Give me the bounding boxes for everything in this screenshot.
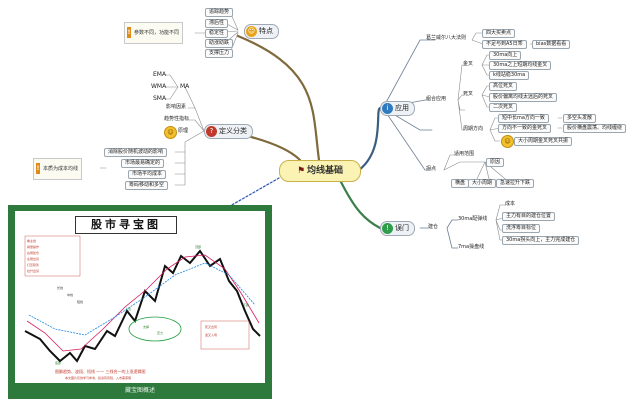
cross-item[interactable]: 30ma向上 bbox=[489, 51, 522, 60]
reason-item[interactable]: 市场最易确定的 bbox=[121, 159, 165, 168]
poster-label: 压力 bbox=[157, 331, 164, 335]
branch-application[interactable]: i 应用 bbox=[380, 101, 415, 116]
trend-item[interactable]: 大小周期金叉死叉共振 bbox=[514, 137, 573, 146]
ma-type[interactable]: SMA bbox=[153, 95, 167, 102]
trend-item[interactable]: 短中长ma方向一致 bbox=[498, 114, 549, 123]
ma-type[interactable]: EMA bbox=[153, 71, 167, 78]
features-item[interactable]: 稳定性 bbox=[205, 29, 229, 38]
granville-node[interactable]: 葛兰威尔八大法则 bbox=[426, 35, 467, 41]
help-icon: ? bbox=[206, 126, 217, 137]
cross-item[interactable]: k线站稳30ma bbox=[489, 71, 530, 80]
poster-label: 中线 bbox=[67, 293, 74, 297]
classification-note-text: 本质为成本均线 bbox=[43, 166, 79, 172]
reason-item[interactable]: 筹码移动和多空 bbox=[125, 181, 169, 190]
poster-label: 拉升出货 bbox=[27, 269, 40, 273]
core-node[interactable]: 原理 bbox=[178, 128, 189, 134]
features-item[interactable]: 助涨助跌 bbox=[205, 39, 234, 48]
link-pitfalls bbox=[338, 178, 382, 230]
branch-pitfalls-label: 误门 bbox=[395, 224, 409, 232]
poster-label: 上涨 bbox=[125, 307, 132, 311]
dead-item[interactable]: 高位死叉 bbox=[489, 82, 518, 91]
ma7-node[interactable]: 7ma操盘线 bbox=[458, 244, 485, 250]
ma30-item[interactable]: 30ma拐头向上，主力完成建仓 bbox=[502, 236, 580, 245]
turn-source[interactable]: 原因 bbox=[486, 158, 505, 167]
trend-node[interactable]: 周期方向 bbox=[463, 126, 484, 132]
dead-item[interactable]: 二次死叉 bbox=[489, 103, 518, 112]
poster-label: 右侧建仓 bbox=[27, 251, 40, 255]
branch-classification[interactable]: ? 定义分类 bbox=[204, 124, 253, 139]
granville-item[interactable]: 四大买卖点 bbox=[482, 29, 516, 38]
turn-scope[interactable]: 适用范围 bbox=[454, 151, 475, 157]
link-features bbox=[236, 34, 321, 162]
position-node[interactable]: 组合应用 bbox=[426, 96, 447, 102]
features-item[interactable]: 支撑压力 bbox=[205, 49, 234, 58]
ma-type[interactable]: WMA bbox=[151, 83, 167, 90]
trend-item[interactable]: 方向不一致的金死叉 bbox=[498, 124, 552, 133]
poster-label: 横量操作 bbox=[27, 245, 40, 249]
branch-features-label: 特点 bbox=[259, 27, 273, 35]
poster-label: 短线 bbox=[77, 300, 84, 304]
price-curve bbox=[24, 235, 261, 363]
exclamation-icon: ! bbox=[36, 163, 40, 174]
poster-label: 看主线 bbox=[27, 239, 37, 243]
treasure-map-canvas: 股市寻宝图 看主线 横量操作 右侧建仓 左侧出货 打压吸筹 拉升出货 死叉出局 … bbox=[15, 211, 265, 383]
ma30-item[interactable]: 成本 bbox=[505, 201, 516, 207]
ma30-node[interactable]: 30ma配弹线 bbox=[458, 216, 488, 222]
poster-caption: 藏宝图概述 bbox=[124, 387, 155, 394]
reason-item[interactable]: 市场平均成本 bbox=[128, 170, 167, 179]
link-application bbox=[357, 106, 382, 172]
influence-node[interactable]: 影响因素 bbox=[166, 104, 187, 110]
turn-item[interactable]: 大小周期 bbox=[468, 179, 497, 188]
smiley-icon: ☺ bbox=[501, 135, 514, 148]
turn-item[interactable]: 横盘 bbox=[451, 179, 470, 188]
exclamation-icon: ! bbox=[127, 27, 131, 38]
granville-item[interactable]: 不足与到A5日乖 bbox=[482, 40, 527, 49]
features-note-text: 参数不同，功能不同 bbox=[134, 30, 180, 36]
indicator-node[interactable]: 趋势性指标 bbox=[164, 116, 190, 122]
smiley-icon: ☺ bbox=[164, 126, 177, 139]
poster-label: 支撑 bbox=[143, 325, 150, 329]
classification-note[interactable]: ! 本质为成本均线 bbox=[33, 158, 83, 180]
poster-label: 金叉入场 bbox=[205, 333, 218, 337]
poster-title: 股市寻宝图 bbox=[75, 216, 177, 234]
cross-node[interactable]: 金叉 bbox=[463, 61, 474, 67]
granville-item[interactable]: bias数据看看 bbox=[532, 40, 571, 49]
poster-label: 左侧出货 bbox=[27, 257, 40, 261]
dead-item[interactable]: 股价偏离均线太远后的死叉 bbox=[489, 93, 558, 102]
trend-item[interactable]: 多空头发散 bbox=[563, 114, 597, 123]
turn-item[interactable]: 急速拉升下跌 bbox=[496, 179, 535, 188]
poster-label: 顶部 bbox=[195, 245, 202, 249]
branch-application-label: 应用 bbox=[395, 104, 409, 112]
ma30-item[interactable]: 洗浮筹目标位 bbox=[502, 224, 541, 233]
branch-features[interactable]: ☺ 特点 bbox=[244, 24, 279, 39]
treasure-map-image[interactable]: 股市寻宝图 看主线 横量操作 右侧建仓 左侧出货 打压吸筹 拉升出货 死叉出局 … bbox=[8, 205, 272, 399]
features-item[interactable]: 滞后性 bbox=[205, 19, 229, 28]
cross-item[interactable]: 30ma之上短期均线金叉 bbox=[489, 61, 552, 70]
central-topic[interactable]: ⚑均线基础 bbox=[279, 160, 361, 182]
poster-label: 下跌 bbox=[243, 303, 250, 307]
dead-node[interactable]: 死叉 bbox=[463, 91, 474, 97]
turn-node[interactable]: 拐点 bbox=[426, 166, 437, 172]
branch-classification-label: 定义分类 bbox=[219, 127, 247, 135]
flag-icon: ⚑ bbox=[296, 166, 306, 176]
poster-label: 死叉出局 bbox=[205, 325, 218, 329]
info-icon: i bbox=[382, 103, 393, 114]
branch-pitfalls[interactable]: ! 误门 bbox=[380, 221, 415, 236]
features-item[interactable]: 追踪趋势 bbox=[205, 8, 234, 17]
ma30-item[interactable]: 主力有目的建仓位置 bbox=[502, 212, 556, 221]
poster-label: 长线 bbox=[57, 286, 64, 290]
poster-banner: 图解趋势、波段、短线 —— 三线合一的上涨逻辑图 bbox=[55, 369, 146, 374]
central-topic-label: 均线基础 bbox=[307, 166, 344, 176]
trend-item[interactable]: 股价横盘震荡、均线缠绕 bbox=[563, 124, 627, 133]
pitfalls-icon: ! bbox=[382, 223, 393, 234]
reason-item[interactable]: 消除股价随机波动的影响 bbox=[104, 148, 168, 157]
smiley-icon: ☺ bbox=[246, 26, 257, 37]
poster-label: 底部 bbox=[55, 361, 62, 365]
features-note[interactable]: ! 参数不同，功能不同 bbox=[124, 22, 184, 44]
poster-label: 打压吸筹 bbox=[27, 263, 40, 267]
entry-node[interactable]: 建仓 bbox=[428, 224, 439, 230]
poster-footer: 本文图片仅供学习参考，投资有风险，入市需谨慎 bbox=[65, 376, 132, 380]
ma-label[interactable]: MA bbox=[180, 83, 190, 90]
